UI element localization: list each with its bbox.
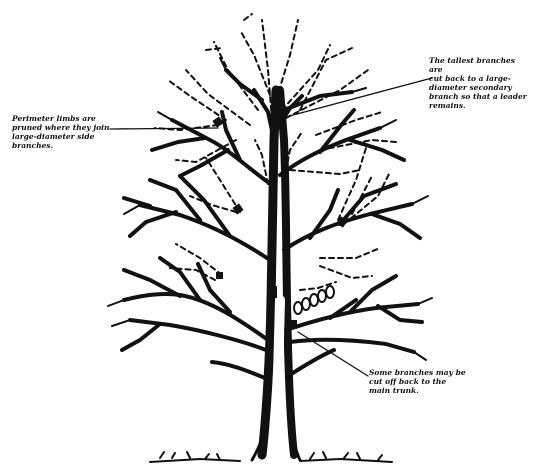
annotation-perimeter-limbs: Perimeter limbs are pruned where they jo…: [12, 114, 132, 150]
annotation-some-branches: Some branches may be cut off back to the…: [369, 368, 469, 395]
ground-line: [150, 452, 392, 462]
annotation-tallest-branches: The tallest branches are cut back to a l…: [429, 56, 529, 110]
